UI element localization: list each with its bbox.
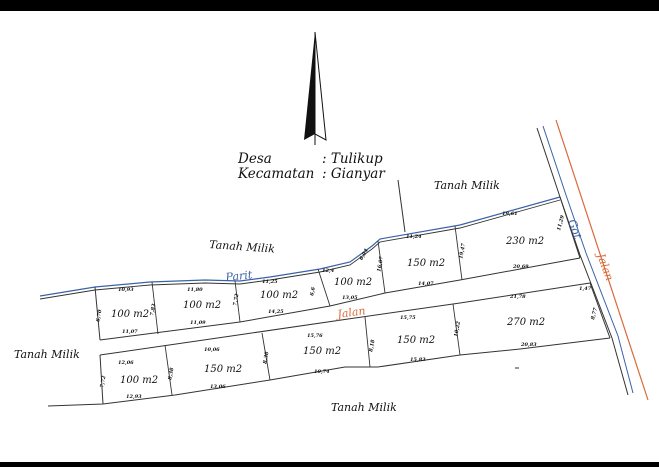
lower-plot-1-area: 100 m2 [120,375,158,386]
kecamatan-label: Kecamatan [237,166,314,182]
dim-label: 21,78 [509,294,526,300]
dim-label: 10,93 [118,287,134,293]
lower-divider-3 [364,316,371,368]
dim-label: 13,06 [210,384,226,390]
dim-label: 12,93 [126,394,142,400]
map-paper [0,11,659,462]
dim-label: 19,61 [502,211,518,217]
lower-plot-5-area: 270 m2 [506,317,545,328]
jalan-label-center: Jalan [335,304,367,321]
dim-label: 20,83 [520,342,537,348]
upper-left-edge [94,286,101,341]
dim-label: 8,77 [590,307,599,321]
upper-plot-5-area: 150 m2 [407,258,445,269]
tanah-milik-label-west: Tanah Milik [14,348,80,361]
dim-label: 12,4 [322,268,335,274]
lower-divider-4 [452,303,461,356]
dim-label: 10,74 [314,369,330,375]
tanah-milik-label-south: Tanah Milik [331,401,397,414]
upper-plot-3-area: 100 m2 [260,290,298,301]
lower-plot-3-area: 150 m2 [303,346,341,357]
dim-label: 15,75 [400,315,416,321]
lower-plot-4-area: 150 m2 [397,335,435,346]
dim-label: 15,76 [307,333,323,339]
dim-label: 13,05 [342,295,358,301]
dim-label: 19,47 [458,242,467,259]
dim-label: 8,38 [262,351,270,365]
got-line-a [536,127,629,396]
upper-divider-3 [317,268,331,307]
lower-divider-1 [164,344,173,396]
upper-boundary-stub [397,179,406,233]
dim-label: 7,72 [99,375,107,389]
dim-label: 11,24 [406,234,422,240]
dim-label: 11,25 [262,279,278,285]
dim-label: 11,29 [556,214,566,231]
upper-row-bottom [99,257,581,341]
dim-label: 11,09 [190,320,206,326]
got-line-b [542,125,634,394]
lower-right-edge [589,282,611,339]
upper-divider-1 [151,281,159,335]
north-arrow-icon [304,31,327,145]
dim-label: 10,22 [453,320,462,337]
upper-right-edge [559,196,581,259]
dim-label: 15,83 [410,357,426,363]
dim-label: 7,83 [149,303,157,317]
upper-divider-4 [377,240,386,294]
tanah-milik-label-northeast: Tanah Milik [434,179,500,192]
dim-label: 12,06 [118,360,134,366]
dim-label: 20,69 [512,264,529,270]
dim-label: 6,70 [95,309,103,323]
parit-line-b [39,199,561,300]
upper-divider-5 [454,225,463,281]
parit-line-a [39,196,561,297]
dim-label: 8,38 [167,367,175,381]
upper-plot-1-area: 100 m2 [111,309,149,320]
dim-label: 1,47 [579,286,592,292]
jalan-road-top-edge [99,282,591,356]
kecamatan-value: : Gianyar [322,166,386,182]
dim-label: 11,80 [187,287,203,293]
upper-plot-4-area: 100 m2 [334,277,372,288]
dim-label: 6,94 [359,247,371,261]
dim-label: 6,6 [309,286,317,296]
upper-plot-2-area: 100 m2 [183,300,221,311]
dim-label: 7,72 [232,293,240,307]
lower-divider-2 [261,332,271,381]
jalan-right-line [555,119,649,401]
dim-label: 14,25 [268,309,284,315]
upper-plot-6-area: 230 m2 [505,236,544,247]
lower-row-bottom [47,337,611,407]
dim-label: 14,07 [418,281,434,287]
upper-divider-2 [234,280,241,323]
lower-left-edge [99,354,104,405]
dim-label: 8,18 [368,339,376,353]
desa-value: : Tulikup [322,151,383,167]
lower-plot-2-area: 150 m2 [204,364,242,375]
dim-label: 10,06 [204,347,220,353]
desa-label: Desa [237,151,272,167]
dim-label: 16,07 [376,255,385,272]
tanah-milik-label-north: Tanah Milik [209,238,276,256]
parit-label: Parit [224,268,253,284]
dim-label: 11,07 [122,329,138,335]
